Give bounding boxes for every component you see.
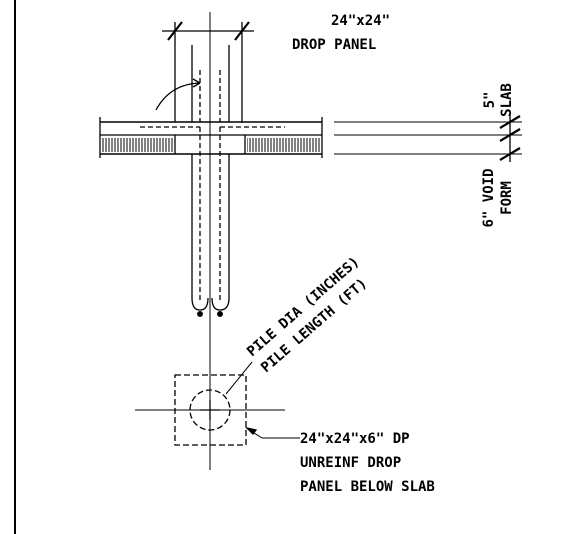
drop-panel-size-text: 24"x24" [331, 13, 390, 29]
slab [99, 117, 323, 158]
angle-arc [155, 82, 201, 111]
slab-rebar [140, 126, 285, 300]
void-form-text-2: FORM [499, 181, 515, 215]
pile-leader [225, 361, 253, 395]
slab-dimension [499, 115, 521, 162]
dp-note-leader [244, 426, 300, 439]
slab-thickness-text: 5" [482, 92, 498, 109]
pile [191, 154, 230, 317]
drop-panel-label: DROP PANEL [292, 37, 376, 53]
slab-label: SLAB [499, 83, 515, 117]
void-form-right [247, 138, 320, 152]
upper-column [191, 45, 230, 122]
void-form-text-1: 6" VOID [481, 168, 497, 227]
dp-note-line-2: UNREINF DROP [300, 455, 401, 471]
pile-circle-plan [189, 389, 231, 431]
dp-note-line-3: PANEL BELOW SLAB [300, 479, 435, 495]
void-form-left [102, 138, 174, 152]
dp-note-line-1: 24"x24"x6" DP [300, 431, 410, 447]
slab-extension-lines [334, 121, 522, 155]
drop-panel-dimension [162, 21, 254, 122]
